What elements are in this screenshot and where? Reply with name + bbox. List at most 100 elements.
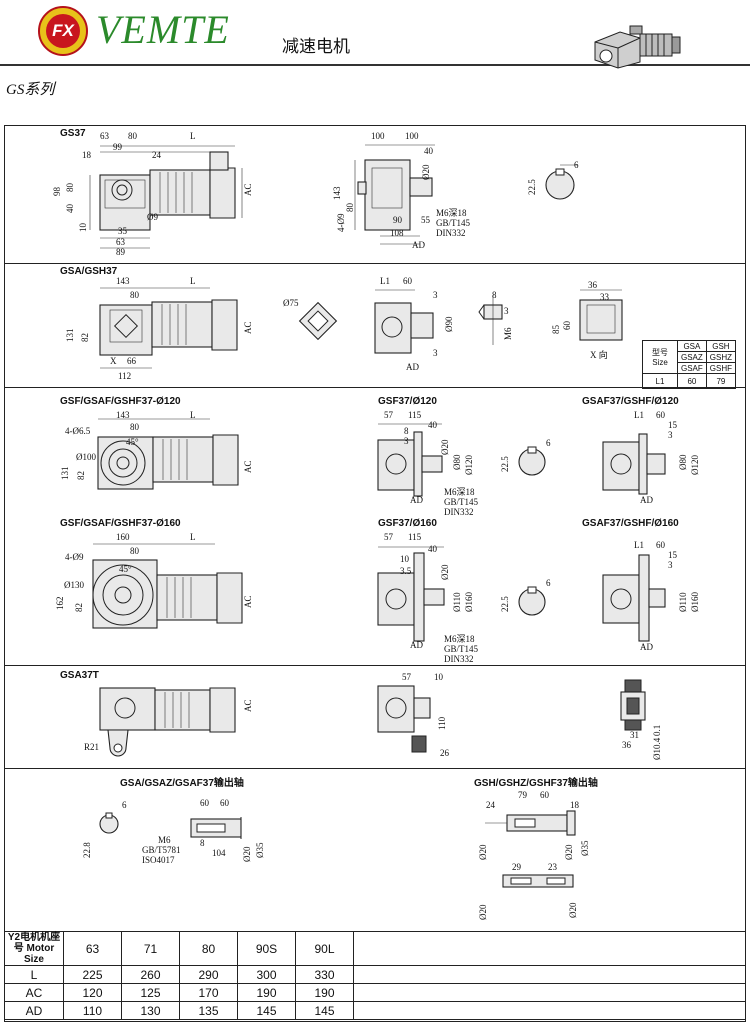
motor-value-cell: 120 bbox=[63, 983, 122, 1002]
dim-label: 4-Ø9 bbox=[336, 213, 346, 233]
motor-table-header-label: Y2电机机座号 Motor Size bbox=[4, 931, 64, 966]
dim-label: 45° bbox=[126, 437, 139, 447]
size-cell: GSAF bbox=[677, 362, 707, 374]
motor-size-cell: 71 bbox=[121, 931, 180, 966]
size-cell: 79 bbox=[705, 373, 737, 389]
dim-label: 79 bbox=[518, 790, 527, 800]
size-cell: GSAZ bbox=[677, 351, 707, 363]
dim-label: 60 bbox=[200, 798, 209, 808]
dim-label: 60 bbox=[562, 321, 572, 330]
gsf37-120-shaft-section bbox=[518, 446, 546, 476]
dim-label: L bbox=[190, 131, 196, 141]
gsa37-key-detail bbox=[478, 295, 503, 345]
dim-label: Ø110 bbox=[452, 592, 462, 612]
section-label-gs37: GS37 bbox=[60, 128, 86, 139]
dim-label: 36 bbox=[622, 740, 631, 750]
dim-label: 160 bbox=[116, 532, 130, 542]
dim-label: Ø20 bbox=[564, 844, 574, 861]
header-rule bbox=[0, 64, 750, 66]
size-cell: GSHF bbox=[705, 362, 737, 374]
motor-size-table: Y2电机机座号 Motor Size 63 71 80 90S 90L L 22… bbox=[4, 931, 746, 1020]
dim-label: AC bbox=[243, 460, 253, 473]
dim-label: 131 bbox=[65, 328, 75, 343]
dim-label: 60 bbox=[540, 790, 549, 800]
dim-label: 108 bbox=[390, 228, 404, 238]
dim-label: X bbox=[110, 356, 117, 366]
dim-label: M6深18 bbox=[444, 634, 475, 644]
dim-label: AD bbox=[412, 240, 425, 250]
dim-label: 15 bbox=[668, 550, 677, 560]
dim-label: 55 bbox=[421, 215, 430, 225]
dim-label: 40 bbox=[424, 146, 433, 156]
dim-label: 18 bbox=[570, 800, 579, 810]
dim-label: 57 bbox=[384, 532, 393, 542]
dim-label: 6 bbox=[122, 800, 127, 810]
dim-label: 80 bbox=[345, 203, 355, 212]
dim-label: 85 bbox=[551, 325, 561, 334]
dim-label: 8 bbox=[404, 426, 409, 436]
motor-value-cell: 225 bbox=[63, 965, 122, 984]
dim-label: 3 bbox=[404, 436, 409, 446]
dim-label: M6深18 bbox=[444, 487, 475, 497]
dim-label: AC bbox=[243, 595, 253, 608]
dim-label: 57 bbox=[402, 672, 411, 682]
dim-label: Ø75 bbox=[283, 298, 299, 308]
dim-label: Ø100 bbox=[76, 452, 96, 462]
motor-value-cell: 170 bbox=[179, 983, 238, 1002]
dim-label: 104 bbox=[212, 848, 226, 858]
dim-label: 6 bbox=[546, 578, 551, 588]
dim-label: GB/T145 bbox=[444, 644, 479, 654]
dim-label: 3.5 bbox=[400, 566, 412, 576]
gs37-front-view bbox=[354, 144, 435, 245]
dim-label: Ø160 bbox=[690, 592, 700, 612]
dim-label: 80 bbox=[130, 422, 139, 432]
dim-label: GB/T145 bbox=[436, 218, 471, 228]
dim-label: 100 bbox=[371, 131, 385, 141]
output-gsa-shaft-view bbox=[190, 817, 242, 839]
dim-label: 60 bbox=[656, 410, 665, 420]
gsa37-hollow-shaft-detail bbox=[298, 301, 338, 341]
motor-value-cell: 135 bbox=[179, 1001, 238, 1020]
dim-label: 35 bbox=[118, 226, 127, 236]
dim-label: M6 bbox=[158, 835, 171, 845]
drawing-frame bbox=[4, 125, 746, 1022]
dim-label: AD bbox=[406, 362, 419, 372]
dim-label: 131 bbox=[60, 466, 70, 481]
dim-label: DIN332 bbox=[444, 507, 474, 517]
motor-table-blank bbox=[353, 1001, 746, 1020]
dim-label: Ø20 bbox=[421, 164, 431, 181]
dim-label: Ø10.4 bbox=[652, 737, 662, 760]
logo-text: FX bbox=[46, 14, 80, 48]
dim-label: AD bbox=[410, 495, 423, 505]
dim-label: 3 bbox=[433, 290, 438, 300]
dim-label: AC bbox=[243, 321, 253, 334]
dim-label: 26 bbox=[440, 748, 449, 758]
panel-divider bbox=[4, 665, 746, 666]
logo-icon: FX bbox=[38, 6, 88, 56]
series-title: GS系列 bbox=[6, 82, 55, 98]
dim-label: 22.5 bbox=[500, 456, 510, 472]
motor-value-cell: 125 bbox=[121, 983, 180, 1002]
dim-label: 24 bbox=[152, 150, 161, 160]
dim-label: R21 bbox=[84, 742, 100, 752]
dim-label: Ø80 bbox=[678, 454, 688, 471]
dim-label: 115 bbox=[408, 410, 422, 420]
section-label-gsaf37-120: GSAF37/GSHF/Ø120 bbox=[582, 396, 679, 407]
motor-value-cell: 290 bbox=[179, 965, 238, 984]
dim-label: 4-Ø6.5 bbox=[65, 426, 91, 436]
dim-label: 143 bbox=[116, 276, 130, 286]
dim-label: 60 bbox=[403, 276, 412, 286]
section-label-output-gsh: GSH/GSHZ/GSHF37输出轴 bbox=[474, 778, 598, 789]
dim-label: 66 bbox=[127, 356, 136, 366]
dim-label: 40 bbox=[65, 204, 75, 213]
motor-table-blank bbox=[353, 931, 746, 966]
dim-label: AD bbox=[640, 495, 653, 505]
gs37-side-view bbox=[89, 145, 243, 249]
brand-name: VEMTE bbox=[96, 7, 230, 52]
dim-label: 10 bbox=[400, 554, 409, 564]
dim-label: 33 bbox=[600, 292, 609, 302]
motor-value-cell: 110 bbox=[63, 1001, 122, 1020]
motor-size-cell: 90S bbox=[237, 931, 296, 966]
motor-value-cell: 190 bbox=[237, 983, 296, 1002]
gsa37t-front-view bbox=[377, 685, 431, 753]
